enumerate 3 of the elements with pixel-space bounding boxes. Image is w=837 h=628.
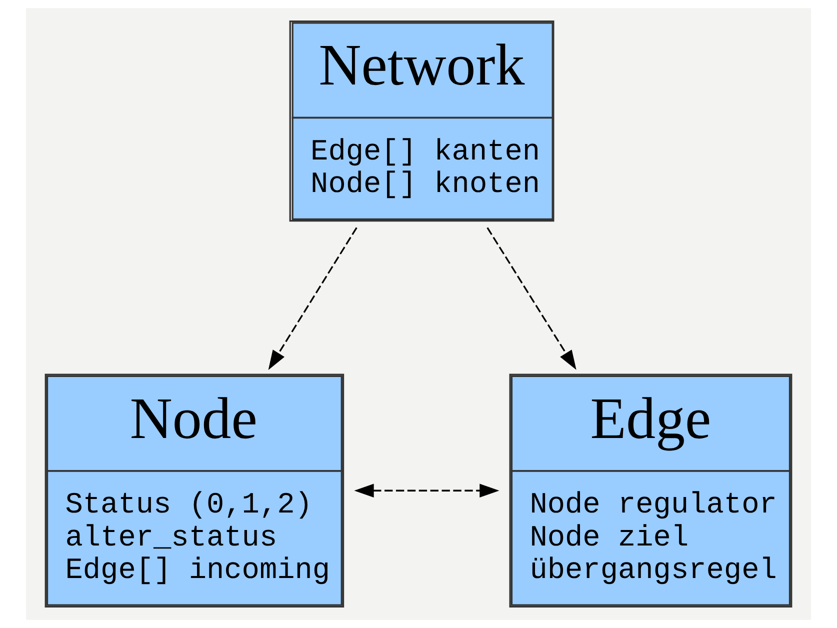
arrow <box>354 484 500 498</box>
arrow <box>486 227 576 370</box>
arrow <box>268 227 358 370</box>
